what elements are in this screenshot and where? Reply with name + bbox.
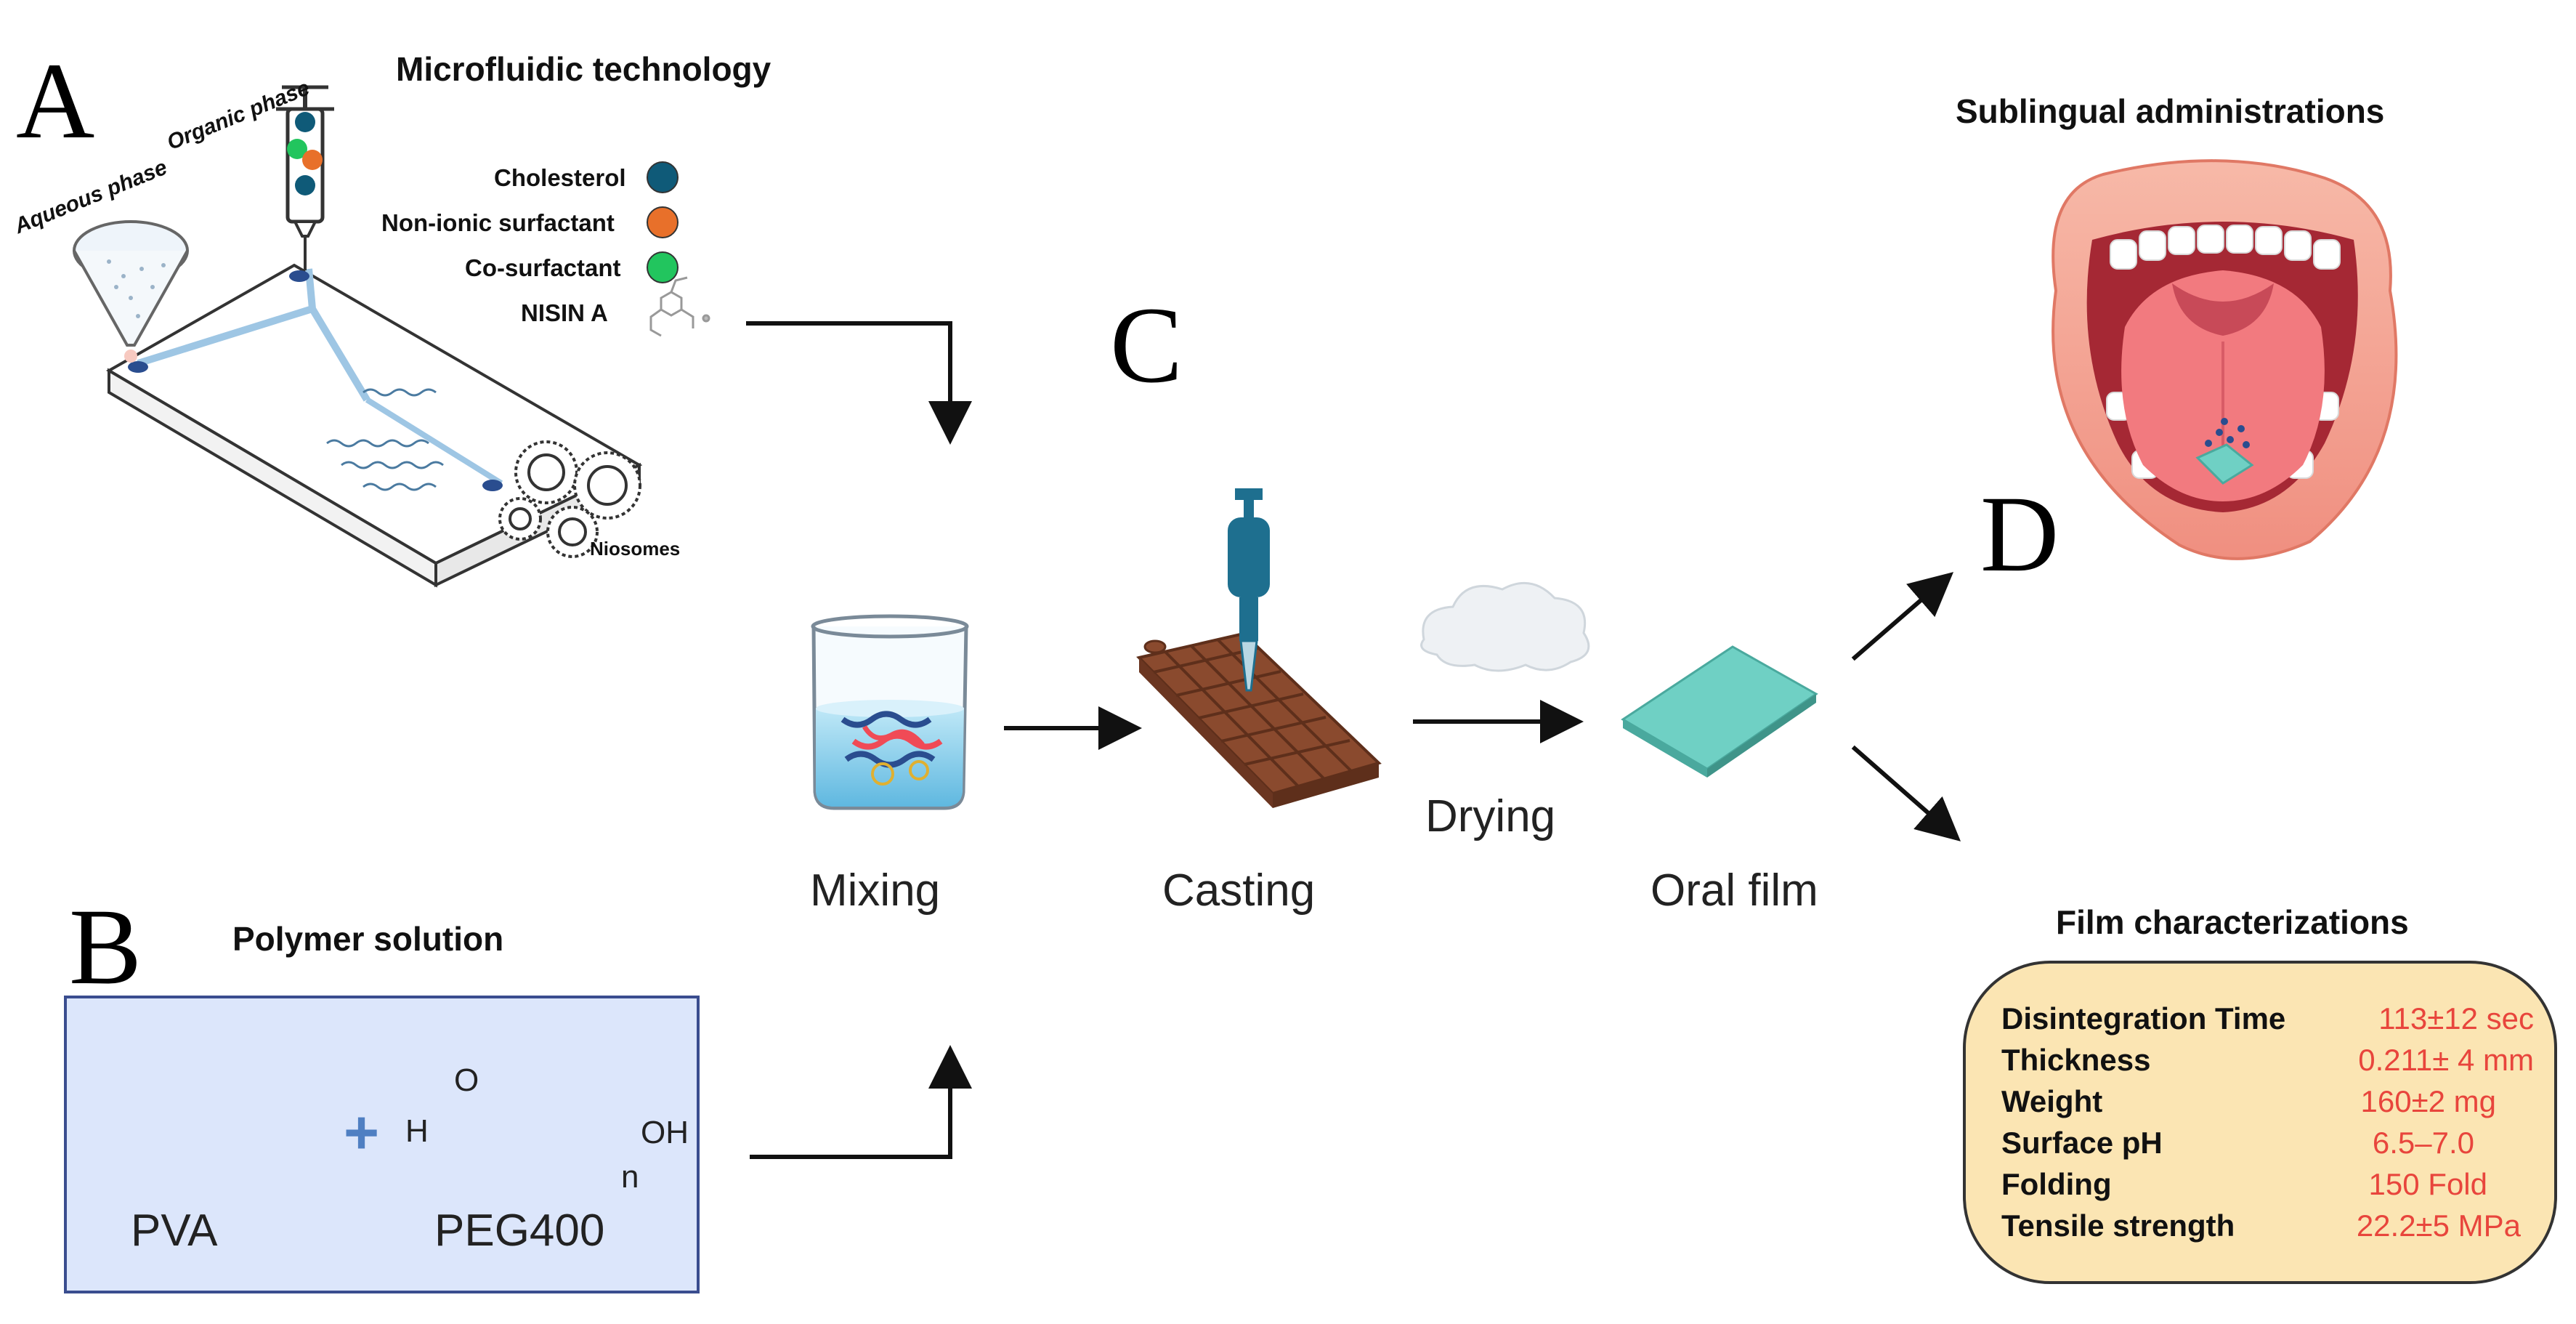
legend-cholesterol-dot bbox=[647, 161, 679, 193]
panel-letter-b: B bbox=[69, 887, 142, 1007]
aqueous-phase-funnel bbox=[73, 220, 189, 363]
legend-cholesterol-label: Cholesterol bbox=[494, 164, 626, 191]
characterization-value-tensile-strength: 22.2±5 MPa bbox=[2356, 1208, 2521, 1243]
step-mixing-label: Mixing bbox=[810, 865, 941, 916]
characterization-value-folding: 150 Fold bbox=[2368, 1167, 2487, 1201]
open-mouth-illustration bbox=[2052, 159, 2398, 560]
peg-formula-o: O bbox=[454, 1062, 479, 1098]
characterization-value-disintegration: 113±12 sec bbox=[2378, 1001, 2534, 1036]
legend-nonionic-surfactant-label: Non-ionic surfactant bbox=[381, 209, 615, 236]
characterization-label-surface-ph: Surface pH bbox=[2001, 1126, 2163, 1160]
legend-nisin-label: NISIN A bbox=[521, 299, 608, 326]
arrow-microfluidic-to-mixing bbox=[746, 321, 972, 445]
peg-formula-oh: OH bbox=[641, 1115, 689, 1150]
casting-mold-illustration bbox=[1136, 631, 1382, 808]
characterization-label-weight: Weight bbox=[2001, 1084, 2103, 1118]
arrow-film-to-sublingual bbox=[1851, 572, 1954, 661]
polymer-solution-box bbox=[64, 996, 700, 1293]
oral-film-illustration bbox=[1621, 645, 1818, 778]
organic-phase-syringe bbox=[276, 85, 334, 270]
arrow-film-to-characterization bbox=[1851, 745, 1961, 841]
characterization-value-surface-ph: 6.5–7.0 bbox=[2372, 1126, 2474, 1160]
legend-cosurfactant-label: Co-surfactant bbox=[465, 254, 621, 281]
peg-formula-h: H bbox=[405, 1113, 429, 1149]
niosomes-label: Niosomes bbox=[590, 538, 681, 560]
legend-nonionic-surfactant-dot bbox=[647, 206, 679, 238]
characterization-label-tensile-strength: Tensile strength bbox=[2001, 1208, 2235, 1243]
panel-letter-c: C bbox=[1110, 285, 1183, 405]
sublingual-title: Sublingual administrations bbox=[1956, 92, 2385, 130]
panel-letter-d: D bbox=[1980, 474, 2059, 594]
peg-formula-n: n bbox=[621, 1159, 639, 1195]
step-oral-film-label: Oral film bbox=[1650, 865, 1818, 916]
pva-label: PVA bbox=[131, 1206, 218, 1256]
drying-cloud-icon bbox=[1420, 581, 1590, 672]
panel-letter-a: A bbox=[16, 41, 95, 161]
peg400-label: PEG400 bbox=[434, 1206, 605, 1256]
process-arrows bbox=[746, 321, 1961, 1159]
characterization-label-disintegration: Disintegration Time bbox=[2001, 1001, 2286, 1036]
mixing-beaker-illustration bbox=[811, 614, 969, 810]
characterization-label-folding: Folding bbox=[2001, 1167, 2112, 1201]
step-casting-label: Casting bbox=[1162, 865, 1316, 916]
film-characterizations-box bbox=[1963, 961, 2557, 1284]
niosomes-illustration bbox=[498, 440, 641, 558]
microfluidic-title: Microfluidic technology bbox=[396, 50, 771, 88]
step-drying-label: Drying bbox=[1425, 791, 1556, 841]
characterization-value-thickness: 0.211± 4 mm bbox=[2358, 1043, 2534, 1077]
arrow-polymer-to-mixing bbox=[750, 1045, 972, 1159]
characterization-value-weight: 160±2 mg bbox=[2360, 1084, 2497, 1118]
characterization-label-thickness: Thickness bbox=[2001, 1043, 2151, 1077]
film-characterizations-title: Film characterizations bbox=[2056, 903, 2409, 941]
polymer-solution-title: Polymer solution bbox=[232, 920, 504, 958]
nisin-molecule-icon bbox=[649, 276, 710, 337]
pipette-illustration bbox=[1228, 488, 1270, 692]
plus-sign: + bbox=[344, 1098, 380, 1166]
legend-cosurfactant-dot bbox=[647, 251, 679, 283]
